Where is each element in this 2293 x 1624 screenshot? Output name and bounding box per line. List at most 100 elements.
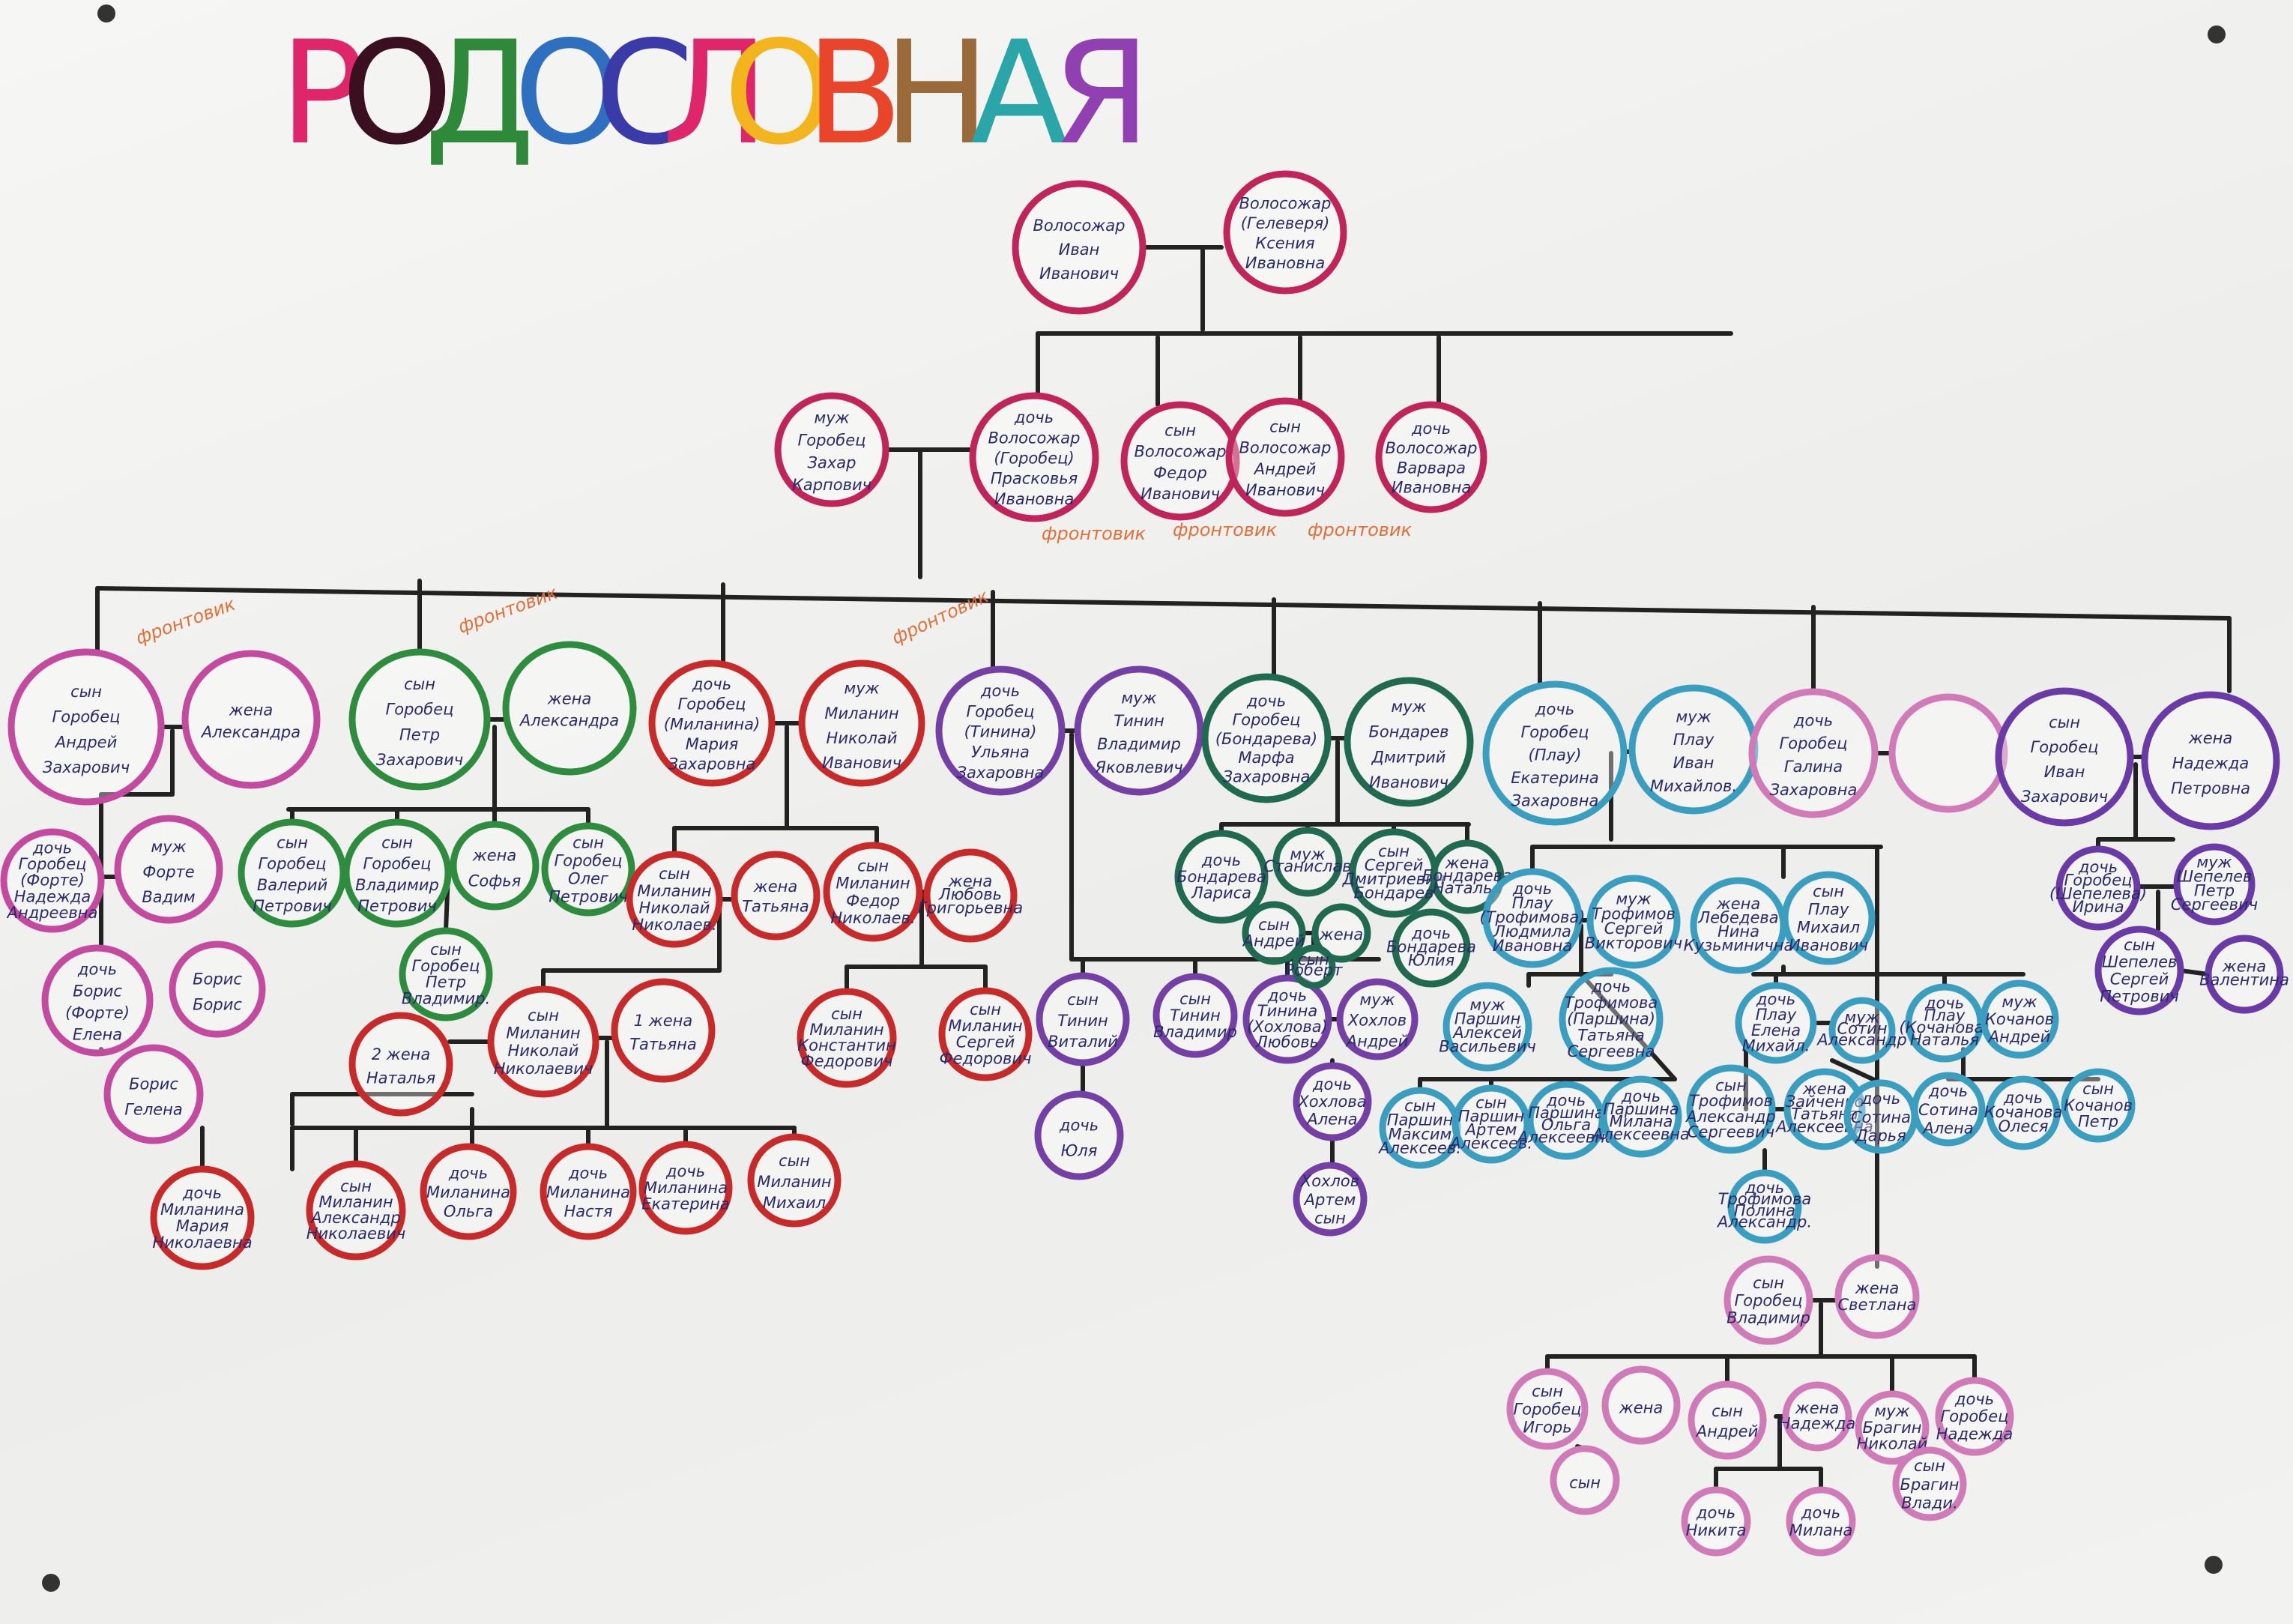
person-circle (1506, 1368, 1589, 1450)
person-name-line: Бондарева (1176, 868, 1266, 886)
person-circle (1748, 688, 1879, 818)
person-name-line: Горобец (967, 702, 1035, 720)
person-circle (1600, 1075, 1682, 1158)
person-circle (1935, 1377, 2014, 1456)
person-name-line: Волосожар (1385, 439, 1477, 457)
person-name-line: Тинин (1057, 1012, 1108, 1030)
person-name-line: дочь (182, 1184, 222, 1202)
person-name-line: Алексей (1451, 1024, 1522, 1042)
person-name-line: сын (1314, 1210, 1346, 1228)
person-name-line: Иванович (822, 754, 901, 772)
person-name-line: Любовь (1255, 1033, 1319, 1051)
person-name-line: Горобец (363, 855, 432, 873)
person-name-line: дочь (1059, 1117, 1099, 1135)
connector-line (95, 586, 2232, 621)
title-letter: О (723, 10, 836, 176)
person-name-line: Станислав (1263, 857, 1351, 875)
person-name-line: Андрей (1345, 1032, 1409, 1050)
person-circle (938, 987, 1033, 1081)
person-circle (169, 941, 266, 1038)
person-name-line: Дарья (1855, 1127, 1906, 1145)
person-name-line: дочь (1801, 1504, 1840, 1522)
person-circle (1723, 1255, 1813, 1345)
person-name-line: Гелена (124, 1100, 183, 1118)
person-name-line: Сотина (1851, 1108, 1911, 1126)
person-name-line: Форте (142, 863, 194, 881)
connector-line (2178, 968, 2211, 976)
person-name-line: Захаровна (1511, 792, 1599, 810)
pin-top-right (2208, 25, 2226, 43)
veteran-note: фронтовик (889, 585, 992, 648)
person-name-line: Волосожар (1134, 443, 1226, 461)
person-name-line: Ульяна (971, 743, 1030, 761)
person-circle (1911, 1072, 1986, 1147)
person-circle (342, 818, 452, 928)
person-name-line: Тинина (1257, 1002, 1317, 1020)
person-name-line: (Гелеверя) (1241, 214, 1330, 232)
person-name-line: Алексеевна (1774, 1118, 1873, 1136)
person-circle (1201, 673, 1332, 803)
person-name-line: Ивановна (1493, 937, 1573, 955)
person-name-line: жена (1319, 926, 1363, 944)
person-circle (348, 648, 491, 791)
person-name-line: Максим (1389, 1125, 1452, 1143)
person-name-line: жена (1795, 1399, 1839, 1417)
person-circle (797, 988, 897, 1088)
person-name-line: муж (151, 838, 186, 856)
person-name-line: Сергей (1365, 857, 1424, 875)
person-name-line: Дмитрий (1371, 748, 1446, 766)
person-name-line: Варвара (1397, 459, 1466, 477)
title-letter: О (513, 10, 626, 176)
person-circle (1120, 401, 1240, 521)
person-name-line: дочь (1696, 1504, 1735, 1522)
person-name-line: дочь (77, 961, 117, 979)
person-circle (0, 828, 105, 933)
person-name-line: Владимир (355, 876, 439, 894)
person-name-line: Сотина (1918, 1101, 1978, 1119)
person-node: сын (1550, 1445, 1620, 1515)
person-name-line: Викторович (1585, 935, 1682, 953)
person-name-line: Милана (1610, 1113, 1673, 1131)
person-name-line: Петрович (253, 897, 332, 915)
person-name-line: Андреевна (6, 904, 98, 922)
person-name-line: дочь (1924, 994, 1964, 1012)
person-circle (1681, 1486, 1751, 1557)
person-circle (1686, 1064, 1776, 1154)
person-name-line: Николай (639, 899, 710, 917)
person-name-line: Петр (2078, 1113, 2118, 1131)
person-name-line: дочь (1201, 851, 1241, 869)
person-circle (2055, 845, 2141, 931)
title-letter: О (341, 10, 453, 176)
person-name-line: сын (1258, 916, 1290, 934)
person-name-line: дочь (1546, 1092, 1586, 1110)
person-circle (399, 927, 493, 1021)
person-name-line: Хохлов (1347, 1012, 1407, 1030)
person-name-line: Иванович (1789, 937, 1868, 955)
person-name-line: Мария (176, 1217, 229, 1235)
person-circle (450, 821, 540, 911)
person-name-line: Юля (1061, 1141, 1098, 1159)
person-name-line: Владимир (1097, 735, 1181, 753)
person-name-line: Горобец (555, 851, 623, 869)
person-circle (1291, 944, 1336, 989)
person-name-line: Елена (1751, 1021, 1801, 1039)
